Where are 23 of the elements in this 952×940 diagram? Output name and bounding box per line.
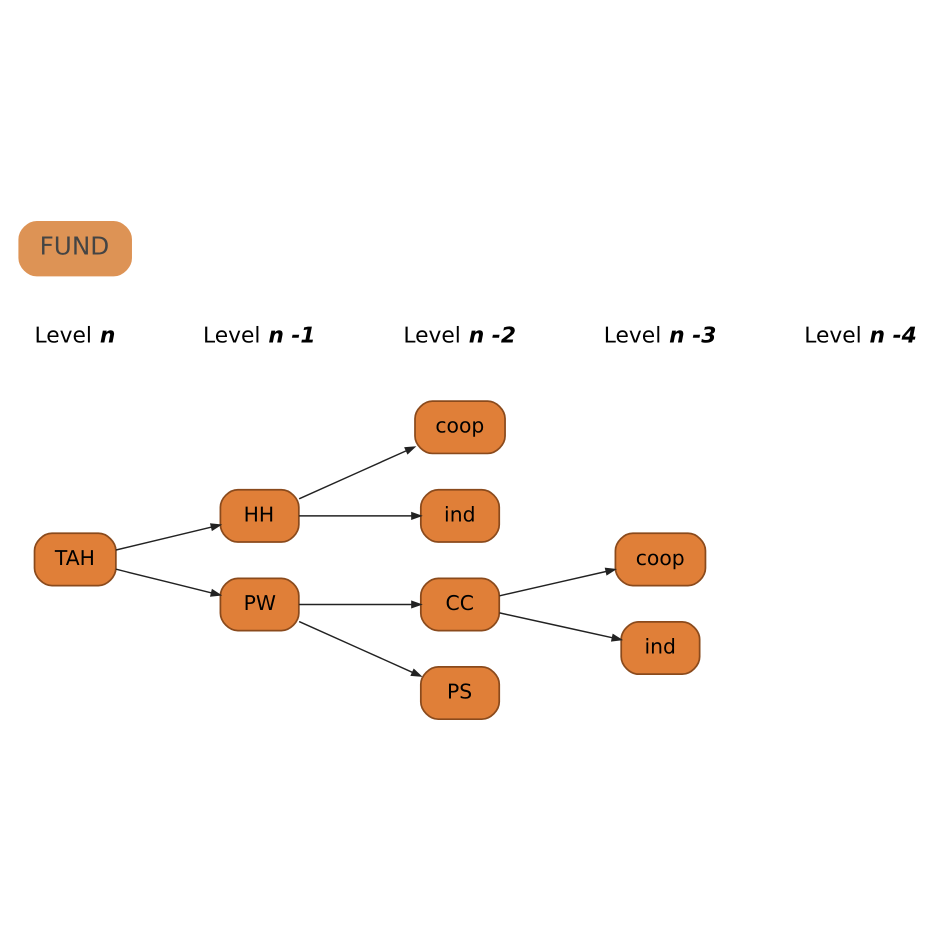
label: Level n -4 [804,322,917,348]
node-box: coop [614,532,706,586]
node-box: coop [414,400,506,454]
arrow [499,612,624,642]
node-box: ind [420,488,500,542]
arrow [116,522,222,550]
label: Level n -1 [202,322,316,348]
label: Level n -3 [604,322,716,348]
node-box: PS [420,666,500,720]
node-box: FUND [18,220,132,276]
label: Level n [34,322,116,348]
arrow [298,620,423,676]
arrow [299,600,423,608]
arrow [299,511,423,520]
node-box: ind [620,620,701,675]
node-box: HH [220,488,300,542]
label: Level n -2 [403,322,516,348]
node-box: TAH [34,532,117,586]
arrow [298,446,416,499]
node-box: CC [420,576,500,631]
arrow [499,567,617,596]
node-box: PW [220,576,300,631]
arrow [116,568,222,596]
